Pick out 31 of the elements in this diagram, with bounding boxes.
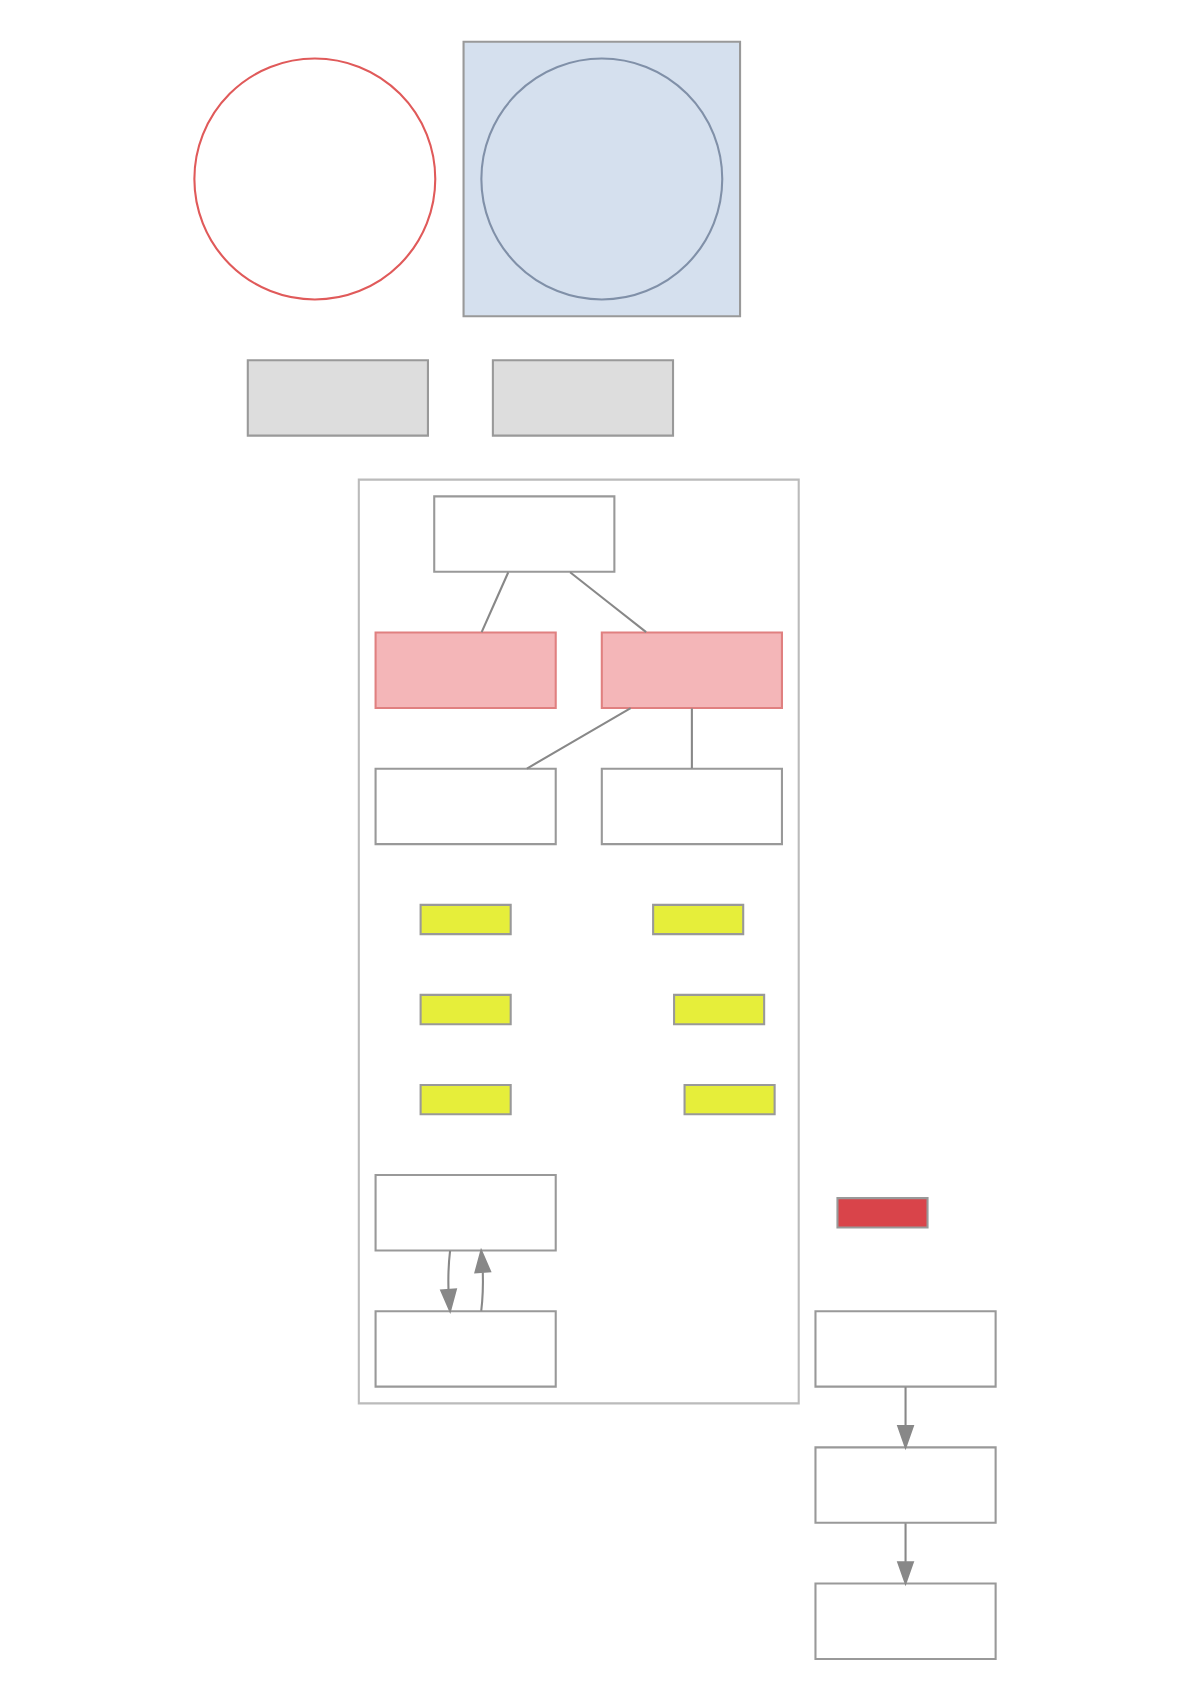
node-box <box>374 1174 557 1252</box>
node-bar <box>836 1197 929 1229</box>
node-circle <box>193 57 437 301</box>
node-circle <box>480 57 724 301</box>
arrow <box>439 1250 458 1314</box>
node-box <box>491 359 675 437</box>
node-box <box>374 1310 557 1388</box>
node-box <box>374 767 557 846</box>
node-box <box>246 359 429 437</box>
node-box <box>600 767 783 846</box>
node-box <box>814 1582 997 1660</box>
node-bar <box>652 903 745 936</box>
node-box <box>814 1446 997 1524</box>
connector <box>690 708 693 769</box>
node-bar <box>419 903 512 936</box>
connector <box>480 571 510 633</box>
cluster <box>357 478 800 1405</box>
node-box <box>814 1310 997 1388</box>
node-bar <box>419 1083 512 1116</box>
connector <box>569 571 647 633</box>
node-box <box>600 631 783 709</box>
node-box <box>374 631 557 709</box>
node-box <box>433 495 616 573</box>
cluster <box>462 40 742 318</box>
arrow <box>474 1247 492 1311</box>
node-bar <box>419 993 512 1026</box>
node-bar <box>683 1083 776 1116</box>
node-bar <box>673 993 766 1026</box>
connector <box>526 707 632 770</box>
arrow <box>896 1523 915 1587</box>
arrow <box>896 1387 915 1451</box>
